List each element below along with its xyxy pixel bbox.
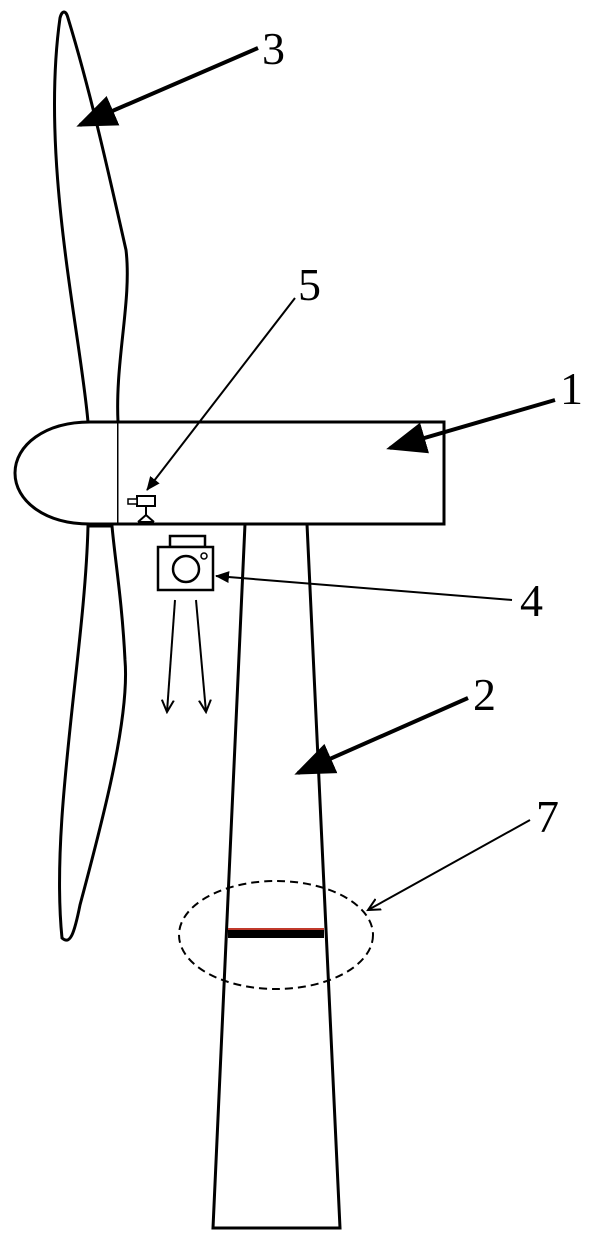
label-camera: 4: [520, 575, 543, 626]
leader-arrow-3: [76, 46, 259, 127]
blade-lower: [58, 524, 128, 942]
camera-view-arrow-left: [167, 599, 176, 712]
leader-arrow-5: [146, 297, 296, 491]
label-blade: 3: [262, 23, 285, 74]
tripod-device-icon: [127, 495, 156, 523]
nacelle: [115, 420, 446, 526]
tower: [211, 522, 342, 1230]
leader-arrow-1: [386, 398, 556, 454]
blade-upper: [52, 10, 129, 424]
camera-icon: [156, 534, 215, 592]
label-monitored-zone: 7: [536, 791, 559, 842]
label-nacelle: 1: [560, 363, 583, 414]
leader-arrow-2: [294, 696, 469, 775]
leader-arrow-4: [215, 571, 513, 601]
tower-marker-band: [228, 929, 324, 938]
label-tower: 2: [473, 669, 496, 720]
leader-arrow-7: [368, 819, 531, 910]
monitored-zone-ellipse: [178, 880, 374, 990]
camera-view-arrow-right: [195, 599, 206, 712]
label-laser-device: 5: [298, 259, 321, 310]
hub: [13, 420, 117, 526]
